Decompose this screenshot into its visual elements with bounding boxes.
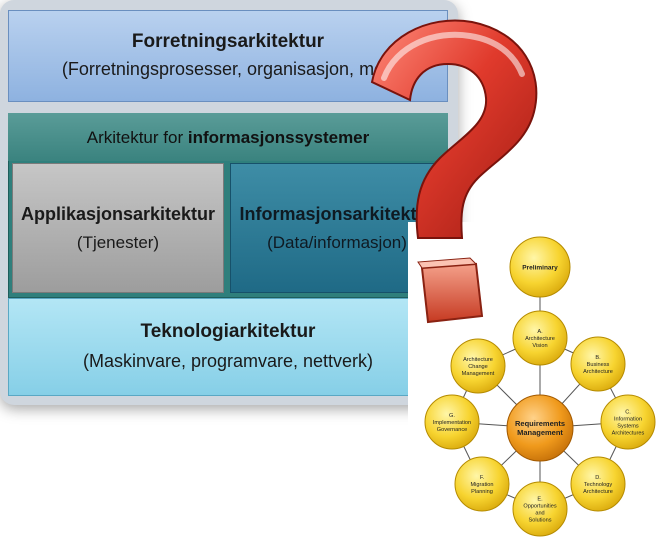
application-architecture-box: Applikasjonsarkitektur (Tjenester) xyxy=(12,163,224,293)
information-architecture-subtitle: (Data/informasjon) xyxy=(267,233,407,252)
technology-architecture-subtitle: (Maskinvare, programvare, nettverk) xyxy=(82,351,374,371)
phase-h-label-line: Change xyxy=(468,364,488,370)
phase-d-label-line: Technology xyxy=(584,482,613,488)
information-systems-header-bold: informasjonssystemer xyxy=(187,128,370,147)
phase-b-label-line: Architecture xyxy=(583,369,613,375)
phase-d-label-line: D. xyxy=(595,475,601,481)
technology-architecture-title: Teknologiarkitektur xyxy=(140,321,316,342)
phase-c-label-line: Systems xyxy=(617,424,639,430)
phase-e-label-line: and xyxy=(535,511,544,517)
preliminary-label-line: Preliminary xyxy=(522,264,558,271)
requirements-management-label-line: Management xyxy=(517,428,563,437)
phase-b-label-line: B. xyxy=(595,355,601,361)
phase-e-label-line: Solutions xyxy=(528,518,551,524)
phase-c-label-line: C. xyxy=(625,409,631,415)
information-architecture-title: Informasjonsarkitektur xyxy=(239,204,435,224)
requirements-management-label-line: Requirements xyxy=(515,419,565,428)
information-systems-header-prefix: Arkitektur for xyxy=(86,128,188,147)
phase-f-label-line: F. xyxy=(480,475,485,481)
phase-g-label-line: Governance xyxy=(437,427,467,433)
information-systems-header: Arkitektur for informasjonssystemer xyxy=(8,113,448,161)
business-architecture-title: Forretningsarkitektur xyxy=(131,31,325,52)
phase-f-label-line: Migration xyxy=(470,482,493,488)
phase-h-label-line: Architecture xyxy=(463,357,493,363)
phase-e-label-line: Opportunities xyxy=(523,503,556,509)
phase-c-label-line: Information xyxy=(614,416,642,422)
technology-architecture-layer: Teknologiarkitektur (Maskinvare, program… xyxy=(8,298,448,396)
phase-b-label-line: Business xyxy=(587,362,610,368)
phase-a-label-line: Architecture xyxy=(525,336,555,342)
business-architecture-layer: Forretningsarkitektur (Forretningsproses… xyxy=(8,10,448,102)
phase-a-label-line: A. xyxy=(537,329,543,335)
phase-d-label-line: Architecture xyxy=(583,489,613,495)
phase-a-label-line: Vision xyxy=(532,343,547,349)
phase-f-label-line: Planning xyxy=(471,489,493,495)
phase-g-label-line: Implementation xyxy=(433,420,471,426)
phase-c-label-line: Architectures xyxy=(612,431,645,437)
application-architecture-subtitle: (Tjenester) xyxy=(76,233,160,252)
question-mark-icon xyxy=(370,19,538,324)
phase-e-label-line: E. xyxy=(537,496,543,502)
phase-g-label-line: G. xyxy=(449,413,455,419)
phase-h-label-line: Management xyxy=(462,371,495,377)
application-architecture-title: Applikasjonsarkitektur xyxy=(20,204,216,224)
togaf-preliminary-node: Preliminary xyxy=(509,236,571,298)
business-architecture-subtitle: (Forretningsprosesser, organisasjon, men xyxy=(61,59,395,79)
